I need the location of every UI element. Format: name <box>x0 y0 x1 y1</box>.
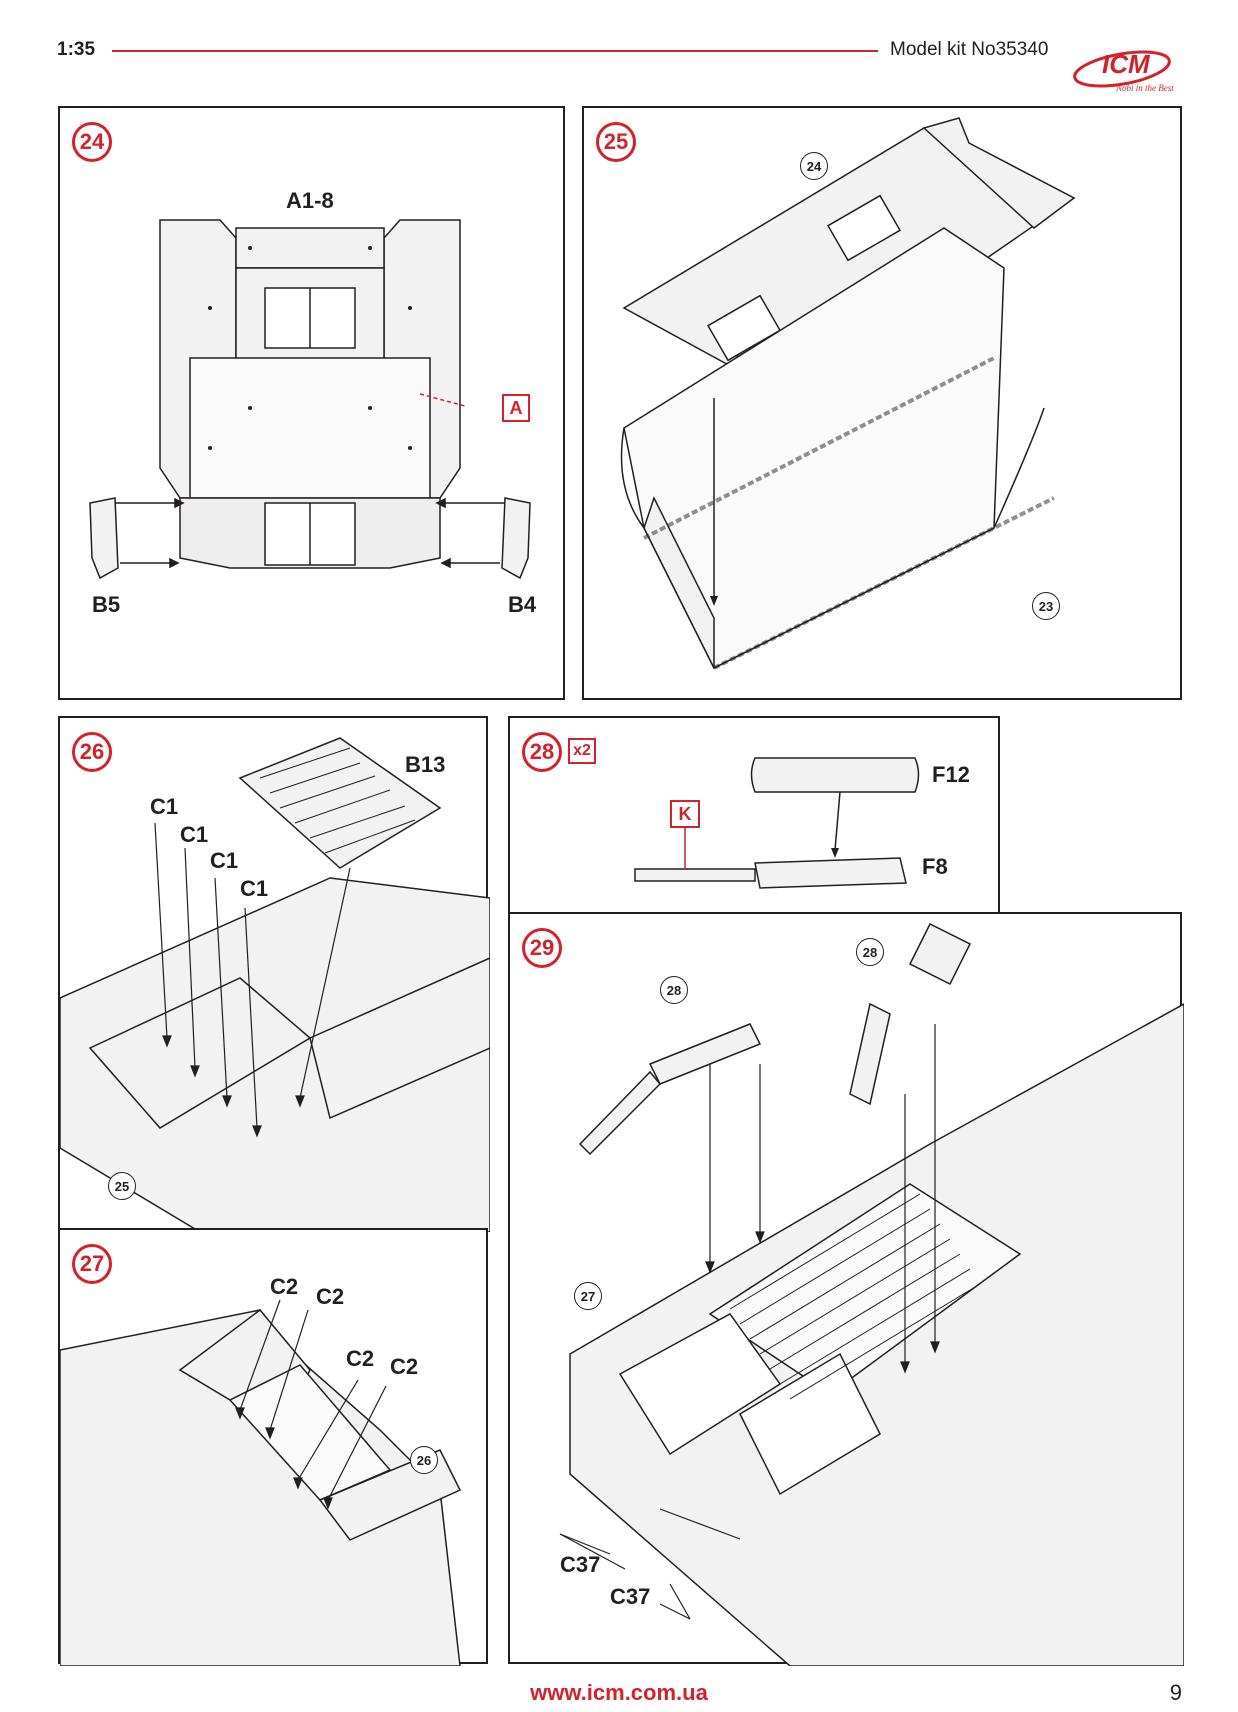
step-number-29: 29 <box>522 928 562 968</box>
website-url[interactable]: www.icm.com.ua <box>530 1680 708 1705</box>
exhaust-subassembly-drawing <box>634 757 920 889</box>
part-label-c2-1: C2 <box>270 1274 299 1299</box>
ref-step-27: 27 <box>574 1282 602 1310</box>
part-label-a1-8: A1-8 <box>286 188 334 213</box>
part-label-b4: B4 <box>508 592 537 617</box>
step-number-26: 26 <box>72 732 112 772</box>
step-25-panel: 25 24 23 <box>582 106 1182 700</box>
part-label-f8: F8 <box>922 854 948 879</box>
header-rule <box>112 50 878 52</box>
ref-step-24: 24 <box>800 152 828 180</box>
final-hull-drawing <box>559 922 1184 1666</box>
hull-top-drawing <box>89 219 531 580</box>
part-label-c37-1: C37 <box>560 1552 601 1577</box>
step-29-panel: 29 28 28 27 C37 C37 <box>508 912 1184 1666</box>
multiplier-badge: x2 <box>568 738 596 764</box>
part-label-b5: B5 <box>92 592 121 617</box>
ref-step-25: 25 <box>108 1172 136 1200</box>
engine-deck-drawing <box>60 737 490 1232</box>
icm-logo: ICM Nobi in the Best <box>1072 45 1188 93</box>
step-number-24: 24 <box>72 122 112 162</box>
part-label-c2-4: C2 <box>390 1354 419 1379</box>
ref-step-28-left: 28 <box>660 976 688 1004</box>
step-27-panel: 27 C2 C2 C2 C2 26 <box>58 1228 488 1666</box>
svg-text:Nobi in the Best: Nobi in the Best <box>1115 83 1174 93</box>
ref-step-28-right: 28 <box>856 938 884 966</box>
rear-hull-drawing <box>60 1299 462 1666</box>
step-28-panel: 28 x2 F12 K F8 <box>508 716 1000 914</box>
page-number: 9 <box>1169 1680 1182 1705</box>
part-label-c1-1: C1 <box>150 794 179 819</box>
part-label-f12: F12 <box>932 762 970 787</box>
scale-label: 1:35 <box>57 39 96 60</box>
ref-step-23: 23 <box>1032 592 1060 620</box>
svg-text:ICM: ICM <box>1102 49 1151 79</box>
step-24-panel: 24 A1-8 A B5 <box>58 106 565 700</box>
part-label-c2-3: C2 <box>346 1346 375 1371</box>
step-number-25: 25 <box>596 122 636 162</box>
step-26-panel: 26 B13 C1 C1 C1 C1 25 <box>58 716 490 1232</box>
part-label-c1-4: C1 <box>240 876 269 901</box>
part-label-c1-3: C1 <box>210 848 239 873</box>
part-label-c2-2: C2 <box>316 1284 345 1309</box>
callout-k: K <box>670 800 700 828</box>
ref-step-26: 26 <box>410 1446 438 1474</box>
part-label-b13: B13 <box>405 752 446 777</box>
kit-number: Model kit No35340 <box>890 39 1049 60</box>
callout-a: A <box>502 394 530 422</box>
part-label-c37-2: C37 <box>610 1584 651 1609</box>
step-number-28: 28 <box>522 732 562 772</box>
step-number-27: 27 <box>72 1244 112 1284</box>
page-header: 1:35 Model kit No35340 ICM Nobi in the B… <box>0 0 1238 100</box>
part-label-c1-2: C1 <box>180 822 209 847</box>
hull-assembly-drawing <box>620 117 1076 670</box>
